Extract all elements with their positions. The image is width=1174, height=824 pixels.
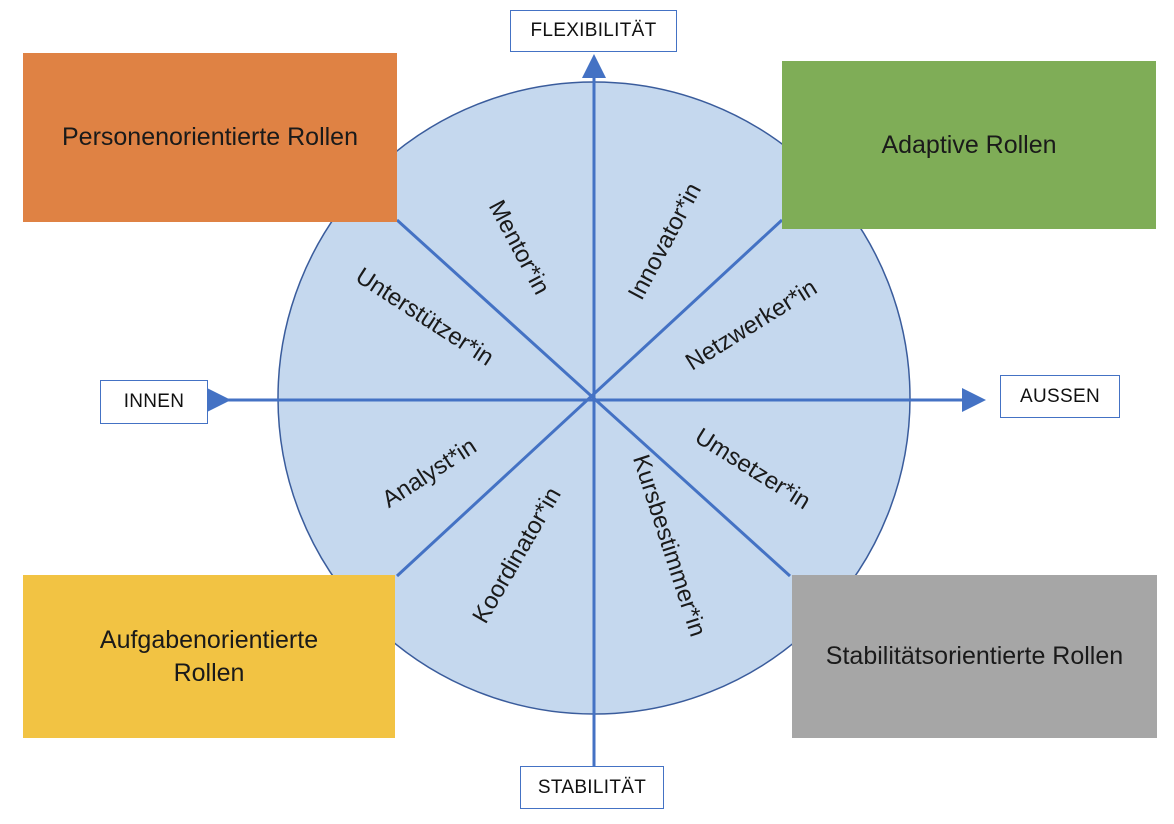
quadrant-label: Personenorientierte Rollen [61,123,358,151]
axis-label-flexibilitaet: FLEXIBILITÄT [510,10,677,52]
quadrant-stabilitaetsorientierte-rollen: Stabilitätsorientierte Rollen [792,575,1157,738]
axis-label-stabilitaet: STABILITÄT [520,766,664,809]
axis-label-aussen: AUSSEN [1000,375,1120,418]
quadrant-adaptive-rollen: Adaptive Rollen [782,61,1156,229]
quadrant-label: Stabilitätsorientierte Rollen [825,642,1124,670]
axis-label-innen: INNEN [100,380,208,424]
quadrant-label: Aufgabenorientierte Rollen [99,625,319,687]
quadrant-label: Adaptive Rollen [881,130,1057,159]
quadrant-personenorientierte-rollen: Personenorientierte Rollen [23,53,397,222]
quadrant-aufgabenorientierte-rollen: Aufgabenorientierte Rollen [23,575,395,738]
